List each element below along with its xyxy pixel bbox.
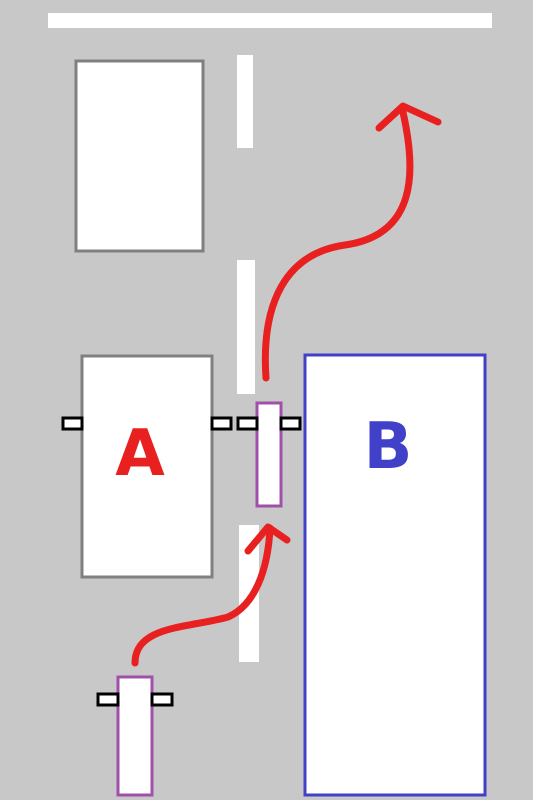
moving-car-lower-right-mirror	[150, 692, 174, 707]
vehicle-a-right-mirror	[210, 416, 233, 431]
moving-car-lower-left-mirror	[96, 692, 120, 707]
moving-car-upper-right-mirror	[279, 416, 302, 431]
moving-car-upper	[255, 401, 283, 508]
parked-car-top	[74, 59, 205, 253]
path-arrow-lower-head	[244, 523, 291, 555]
moving-car-lower	[116, 675, 154, 797]
vehicle-a-left-mirror	[61, 416, 84, 431]
vehicle-a-label: A	[115, 417, 165, 491]
lane-dash-3	[239, 525, 259, 662]
lane-dash-1	[237, 55, 253, 148]
vehicle-b	[303, 353, 487, 797]
path-arrow-upper	[261, 104, 414, 382]
vehicle-a	[80, 354, 214, 579]
moving-car-upper-left-mirror	[236, 416, 259, 431]
path-arrow-lower	[131, 524, 274, 667]
lane-dash-2	[237, 260, 255, 394]
path-arrow-upper-head	[375, 102, 442, 132]
top-road-edge	[48, 13, 492, 28]
vehicle-b-label: B	[364, 410, 413, 484]
